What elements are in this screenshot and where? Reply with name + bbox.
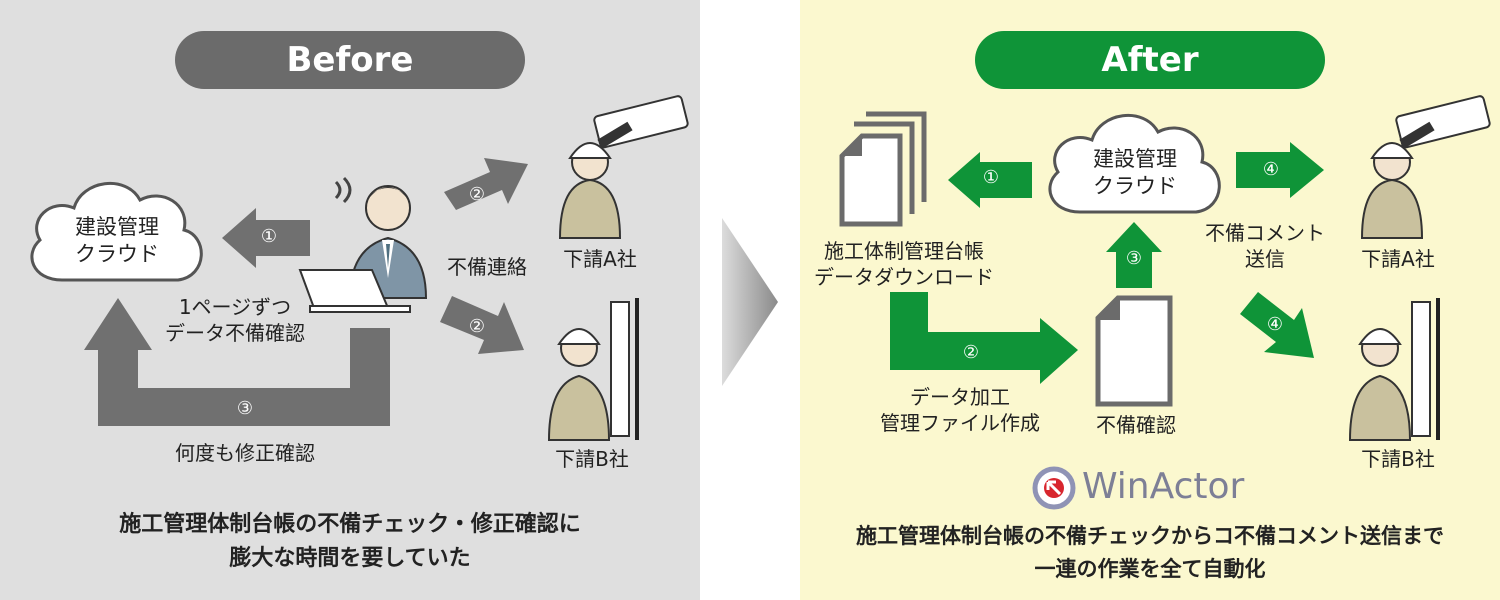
company-a-label: 下請A社	[1361, 247, 1435, 271]
worker-door-icon	[547, 298, 639, 441]
cloud-icon	[1048, 113, 1221, 214]
arrow-step-1	[948, 152, 1032, 208]
repeat-label: 何度も修正確認	[175, 441, 315, 465]
step-2-number: ②	[962, 342, 980, 363]
arrow-step-3-loop	[84, 298, 390, 426]
notify-label: 不備連絡	[447, 255, 527, 279]
company-b-label: 下請B社	[555, 447, 629, 471]
step-1-number: ①	[260, 226, 278, 247]
before-panel: Before 建設管理 クラウド ① 1ページずつ データ不備確認 ③ 何度も修…	[0, 0, 700, 600]
cloud-label: 建設管理 クラウド	[75, 215, 159, 267]
office-worker-illustration	[298, 176, 428, 313]
worker-ceiling-icon	[1360, 95, 1491, 239]
arrow-step-3	[1106, 222, 1162, 288]
arrow-step-4-b	[1240, 292, 1314, 358]
company-a-label: 下請A社	[563, 247, 637, 271]
after-title: After	[975, 31, 1325, 89]
cloud-icon	[30, 181, 203, 282]
document-icon	[1095, 295, 1173, 407]
before-title: Before	[175, 31, 525, 89]
step-4b-number: ④	[1266, 314, 1284, 335]
check-label: 不備確認	[1096, 413, 1176, 437]
arrow-step-2-a	[444, 158, 528, 210]
company-b-label: 下請B社	[1361, 447, 1435, 471]
step-1-number: ①	[982, 167, 1000, 188]
download-label: 施工体制管理台帳 データダウンロード	[814, 239, 994, 289]
arrow-step-2	[890, 292, 1078, 384]
cloud-label: 建設管理 クラウド	[1093, 147, 1177, 199]
arrow-step-1	[222, 208, 310, 268]
document-stack-icon	[839, 111, 927, 227]
arrow-step-4-a	[1236, 142, 1324, 198]
transition-chevron-icon	[722, 218, 778, 386]
arrow-step-2-b	[440, 296, 524, 354]
after-panel: After 施工体制管理台帳 データダウンロード ① 建設管理 クラウド ④ 不…	[800, 0, 1500, 600]
step-2b-number: ②	[468, 316, 486, 337]
step-4a-number: ④	[1262, 159, 1280, 180]
winactor-brand: WinActor	[1082, 466, 1245, 507]
worker-ceiling-icon	[558, 95, 689, 239]
step-2a-number: ②	[468, 184, 486, 205]
worker-door-icon	[1348, 298, 1440, 441]
after-caption: 施工管理体制台帳の不備チェックからコ不備コメント送信まで 一連の作業を全て自動化	[856, 524, 1444, 581]
send-label: 不備コメント 送信	[1205, 221, 1325, 271]
check-label: 1ページずつ データ不備確認	[165, 295, 305, 345]
process-label: データ加工 管理ファイル作成	[880, 385, 1040, 435]
winactor-logo-icon	[1032, 466, 1076, 510]
before-caption: 施工管理体制台帳の不備チェック・修正確認に 膨大な時間を要していた	[119, 512, 581, 572]
step-3-number: ③	[1125, 248, 1143, 269]
step-3-number: ③	[236, 398, 254, 419]
